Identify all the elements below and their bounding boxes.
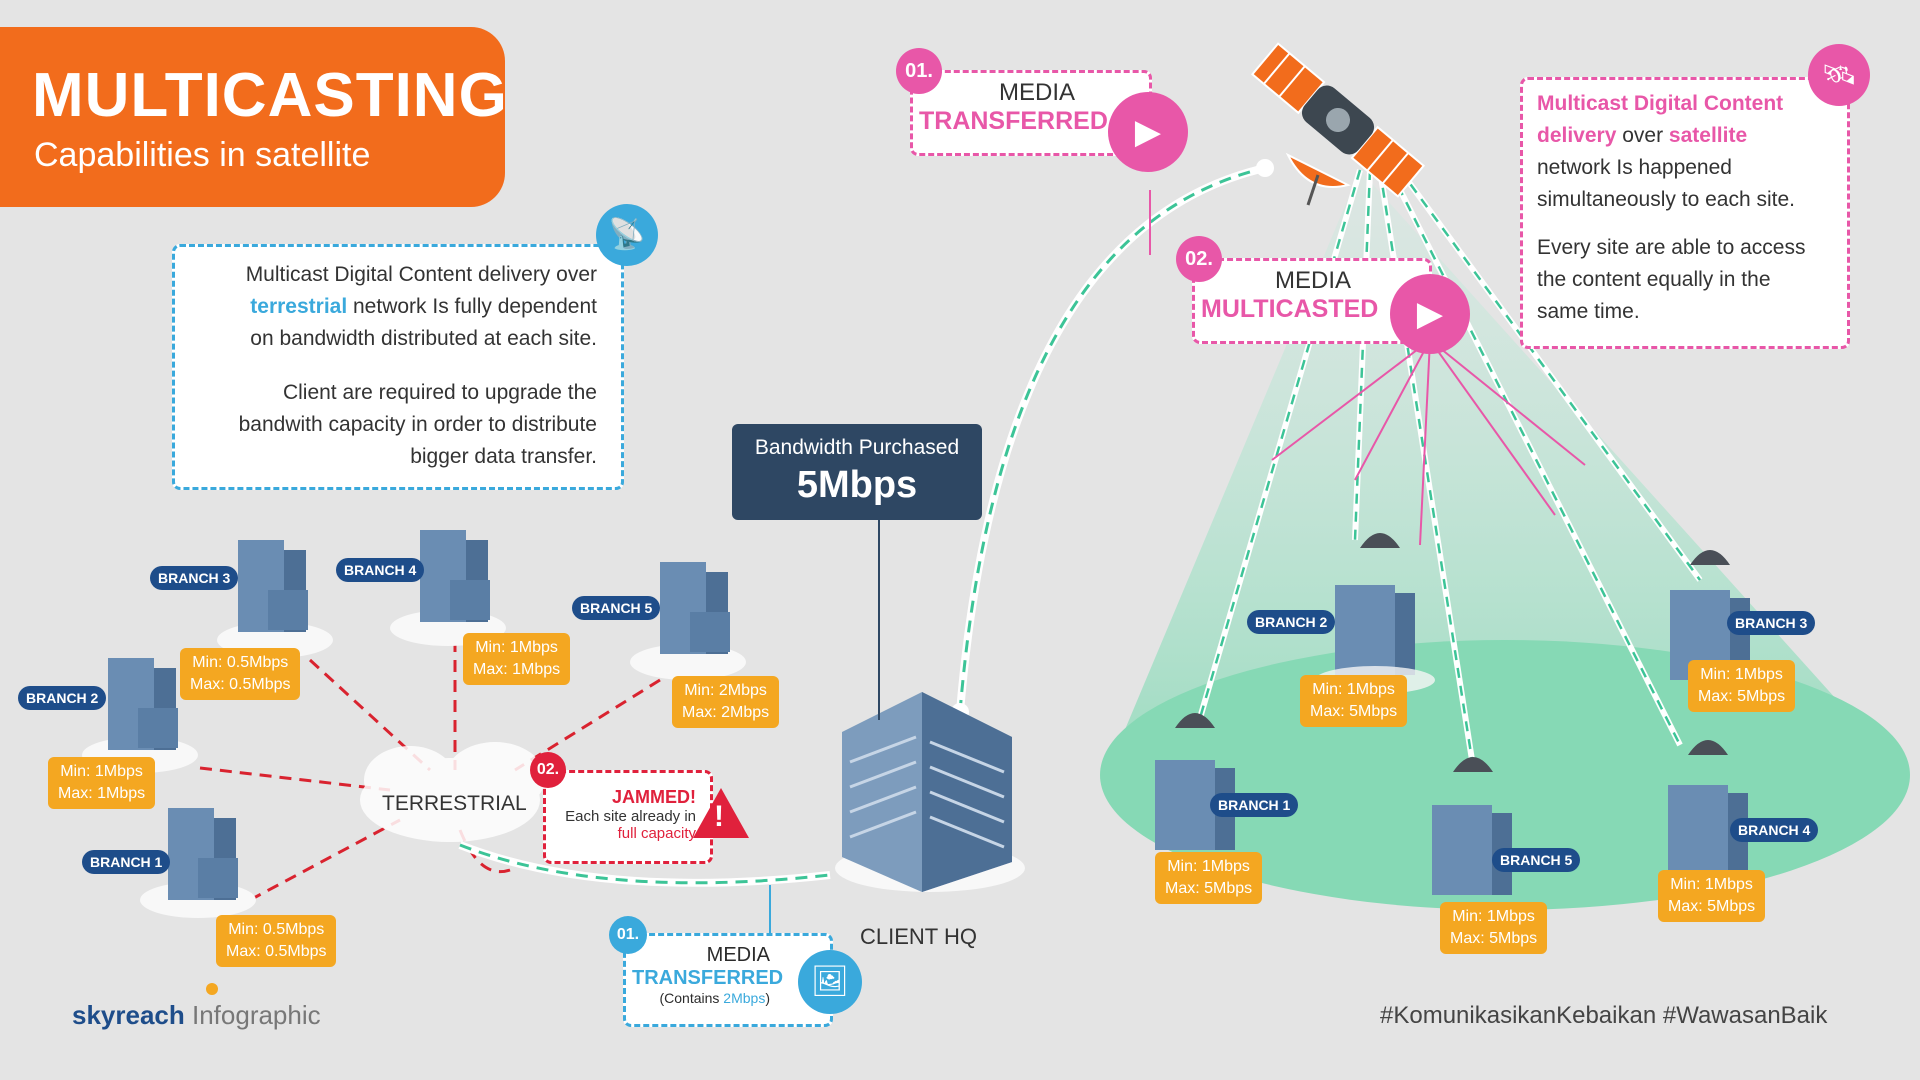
jammed-box: JAMMED! Each site already in full capaci… <box>543 770 713 864</box>
jammed-title: JAMMED! <box>612 787 696 807</box>
brand-dot-icon <box>206 983 218 995</box>
satellite-text-6: the content equally in the <box>1537 268 1771 291</box>
terrestrial-text-2: terrestrial network Is fully dependent <box>250 295 597 318</box>
brand-suffix: Infographic <box>184 1000 321 1030</box>
satellite-text-5: Every site are able to access <box>1537 236 1806 259</box>
right-media2-step-number: 02. <box>1176 236 1222 282</box>
terrestrial-keyword: terrestrial <box>250 295 348 318</box>
terrestrial-branch2-tag: BRANCH 2 <box>18 686 107 710</box>
page-title: MULTICASTING <box>32 61 508 130</box>
branch-buildings-terrestrial <box>108 530 730 900</box>
satellite-text-4: simultaneously to each site. <box>1537 188 1795 211</box>
jammed-step-number: 02. <box>530 752 566 788</box>
media-transfer-icon: 🖼 <box>798 950 862 1014</box>
satellite-branch1-tag: BRANCH 1 <box>1210 793 1299 817</box>
client-hq-label: CLIENT HQ <box>860 924 977 949</box>
video-icon-2: ▶ <box>1390 274 1470 354</box>
terrestrial-branch4-tag: BRANCH 4 <box>336 558 425 582</box>
bandwidth-label: Bandwidth Purchased <box>754 436 960 459</box>
right-media2-accent: MULTICASTED <box>1201 295 1379 323</box>
satellite-text-7: same time. <box>1537 300 1640 323</box>
brand-name: skyreach <box>72 1000 185 1030</box>
satellite-icon <box>1250 42 1426 198</box>
video-icon-1: ▶ <box>1108 92 1188 172</box>
brand-logo: skyreach Infographic <box>72 1000 321 1031</box>
left-media-title: MEDIA <box>706 944 770 966</box>
warning-icon <box>693 788 749 838</box>
terrestrial-label: TERRESTRIAL <box>382 792 527 815</box>
satellite-branch3-tag: BRANCH 3 <box>1727 611 1816 635</box>
client-hq-building <box>842 692 1012 892</box>
left-media-box: MEDIA TRANSFERRED (Contains 2Mbps) <box>623 933 833 1027</box>
link-branch1 <box>249 818 401 902</box>
page-subtitle: Capabilities in satellite <box>34 136 371 174</box>
branch-buildings-satellite <box>1155 585 1750 895</box>
satellite-text-3: network Is happened <box>1537 156 1732 179</box>
satellite-small-icon: 🛰 <box>1808 44 1870 106</box>
satellite-branch5-tag: BRANCH 5 <box>1492 848 1581 872</box>
terrestrial-branch5-tag: BRANCH 5 <box>572 596 661 620</box>
bandwidth-value: 5Mbps <box>796 464 918 506</box>
bandwidth-pointer <box>878 520 880 720</box>
satellite-dish-icon <box>1285 152 1351 206</box>
terrestrial-info-box: Multicast Digital Content delivery over … <box>172 244 624 490</box>
terrestrial-text-5: bandwith capacity in order to distribute <box>238 413 597 436</box>
terrestrial-branch1-tag: BRANCH 1 <box>82 850 171 874</box>
right-media2-title: MEDIA <box>1274 267 1351 294</box>
right-media1-step-number: 01. <box>896 48 942 94</box>
right-media1-title: MEDIA <box>998 79 1075 106</box>
right-media1-accent: TRANSFERRED <box>919 107 1108 135</box>
multicast-arrows <box>1271 339 1586 546</box>
warning-mark: ! <box>714 800 724 833</box>
jammed-line2: full capacity <box>617 825 696 842</box>
right-media2-box: MEDIA MULTICASTED <box>1192 258 1432 344</box>
terrestrial-text-4: Client are required to upgrade the <box>282 381 597 404</box>
terrestrial-text-3: on bandwidth distributed at each site. <box>250 327 597 350</box>
title-block <box>0 27 505 207</box>
satellite-branch4-tag: BRANCH 4 <box>1730 818 1819 842</box>
satellite-branch2-tag: BRANCH 2 <box>1247 610 1336 634</box>
terrestrial-text-6: bigger data transfer. <box>410 445 597 468</box>
terrestrial-cloud <box>360 742 545 842</box>
left-media-note: (Contains 2Mbps) <box>659 990 770 1006</box>
satellite-info-box: Multicast Digital Content delivery over … <box>1520 77 1850 349</box>
jammed-line1: Each site already in <box>565 808 696 825</box>
link-branch2 <box>199 766 391 792</box>
terrestrial-branch3-tag: BRANCH 3 <box>150 566 239 590</box>
antenna-icon: 📡 <box>596 204 658 266</box>
satellite-text-1: Multicast Digital Content <box>1537 92 1784 115</box>
satellite-dishes <box>1175 533 1730 772</box>
bandwidth-box: Bandwidth Purchased 5Mbps <box>732 424 982 520</box>
left-media-accent: TRANSFERRED <box>632 967 784 989</box>
satellite-text-2: delivery over satellite <box>1537 124 1748 147</box>
terrestrial-text-1: Multicast Digital Content delivery over <box>245 263 597 286</box>
link-branch3 <box>308 658 432 772</box>
left-media-step-number: 01. <box>609 916 647 954</box>
hashtags: #KomunikasikanKebaikan #WawasanBaik <box>1380 1002 1828 1029</box>
